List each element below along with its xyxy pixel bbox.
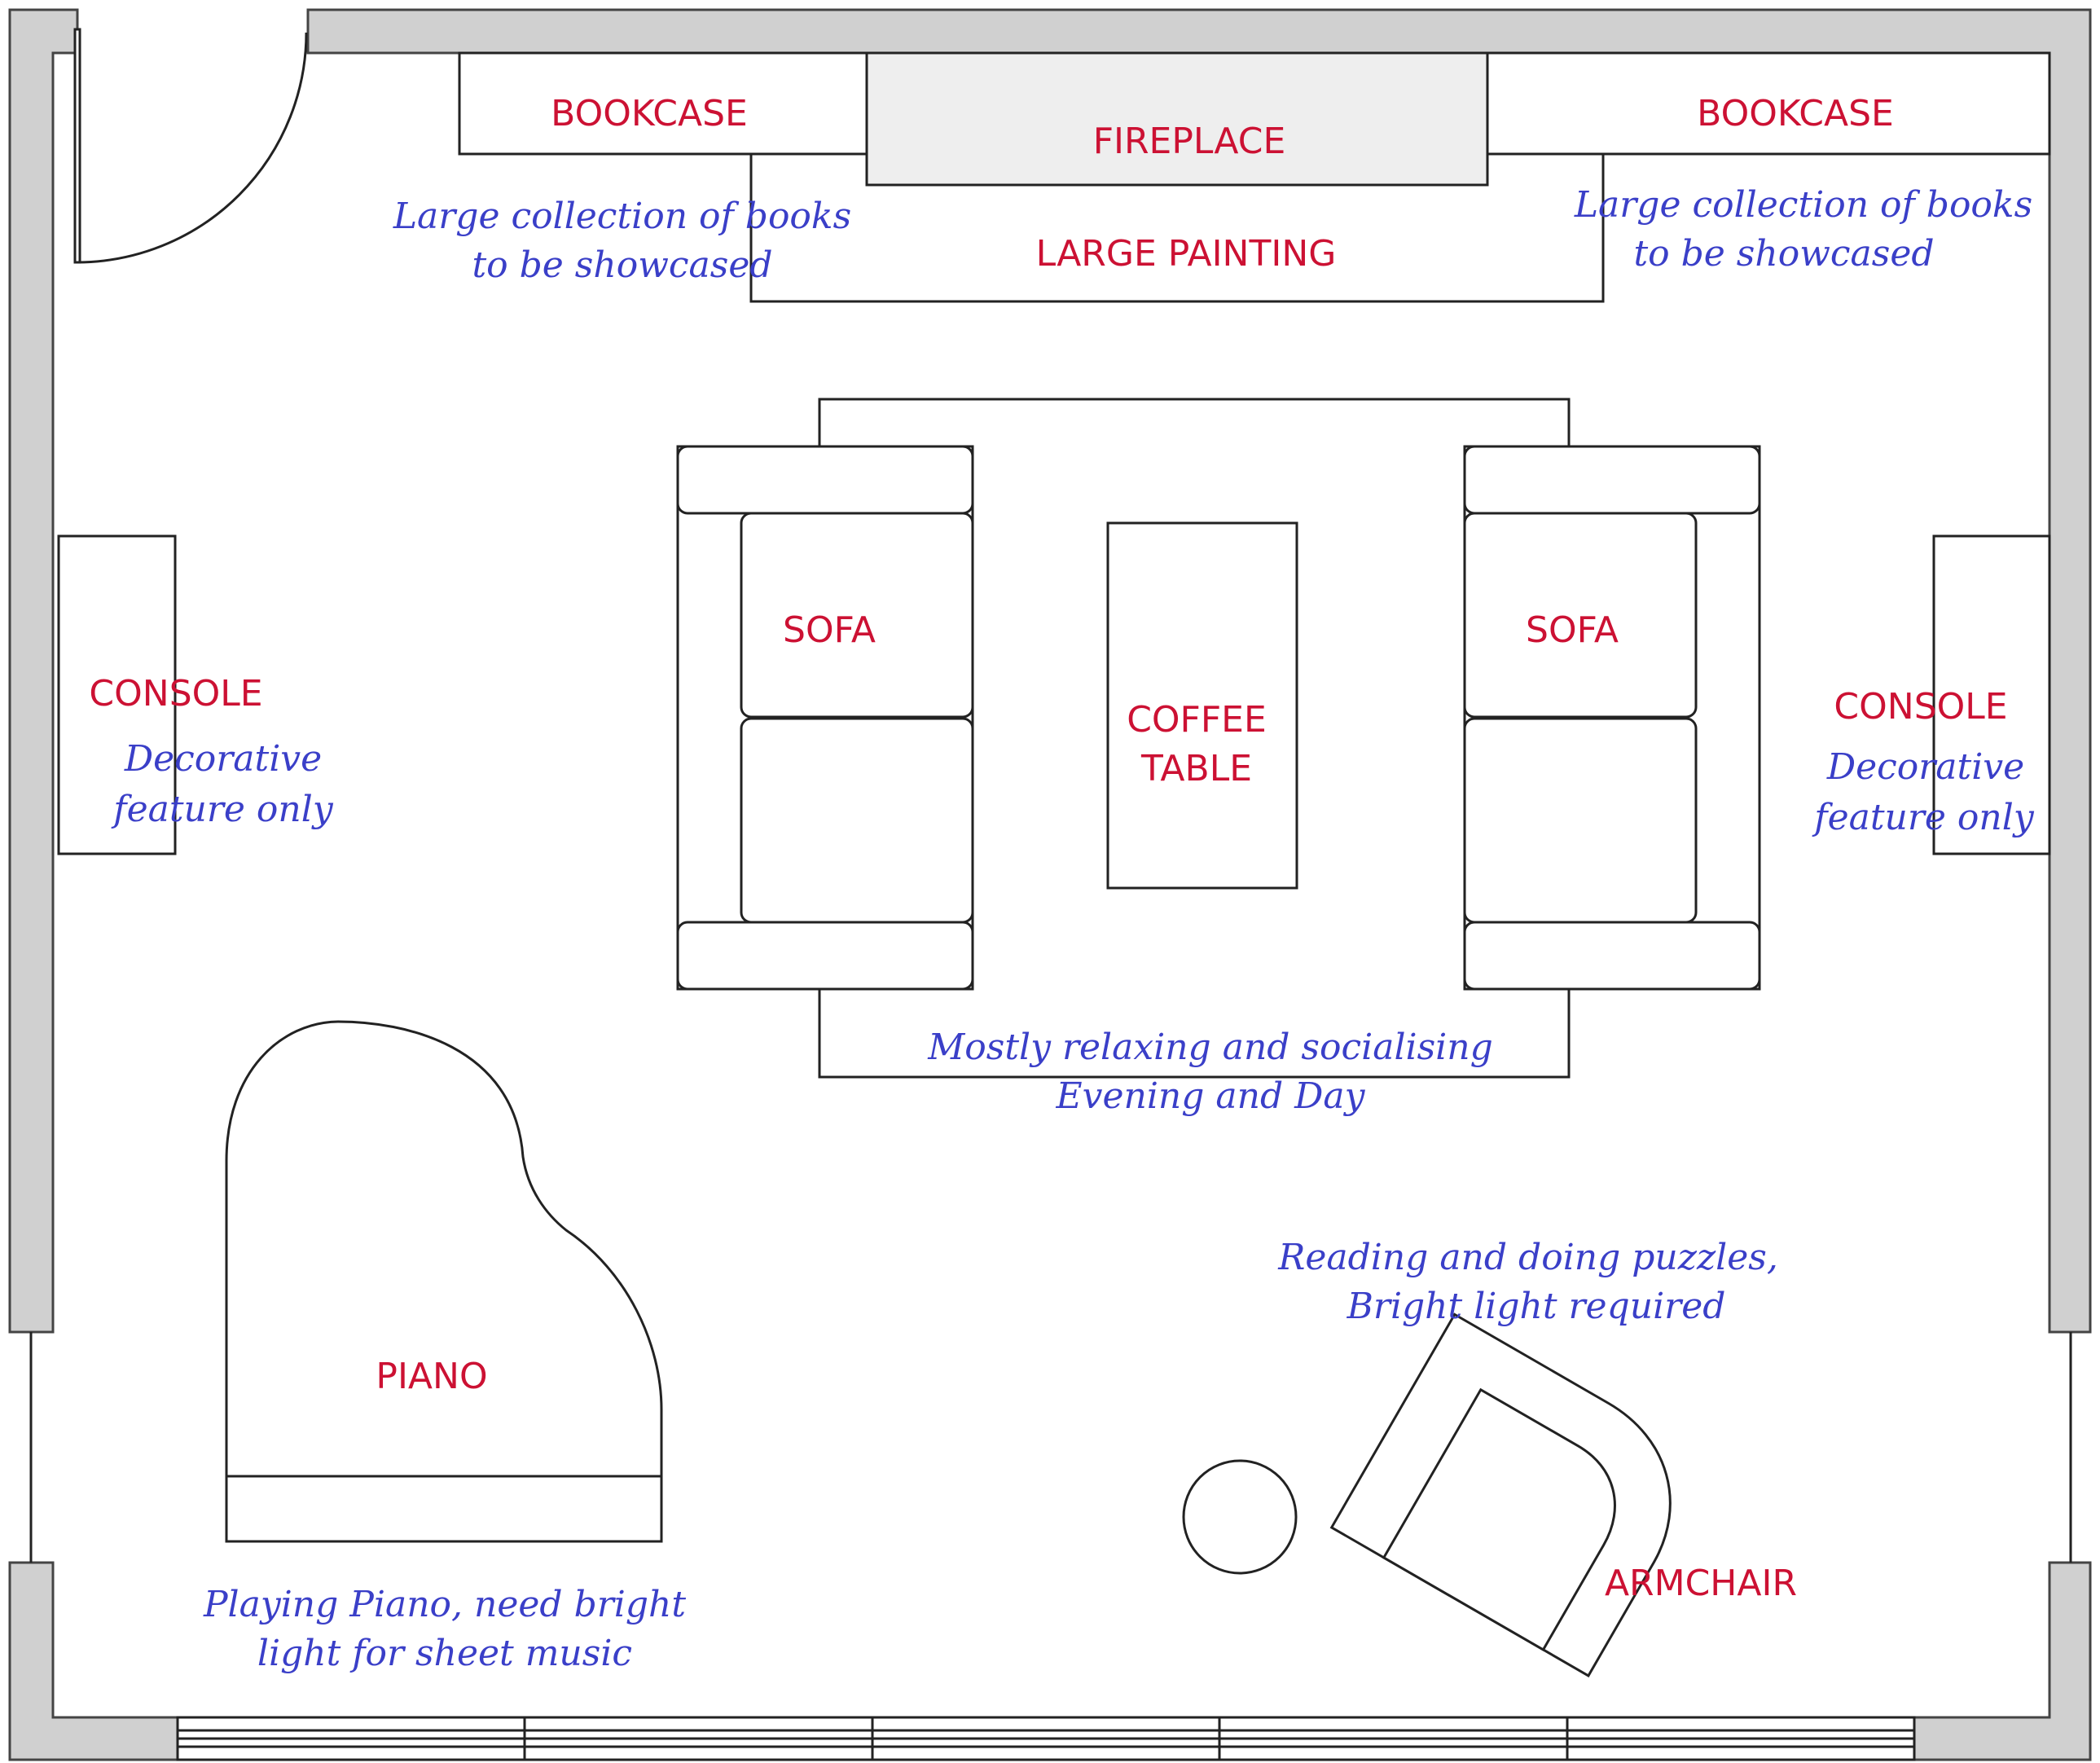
fireplace-label: FIREPLACE <box>1093 121 1286 162</box>
sofa-right-cushion-1 <box>1463 512 1698 719</box>
side-table-shape <box>1182 1459 1298 1575</box>
reading-note-line2: Bright light required <box>1347 1286 1726 1327</box>
fireplace-shape <box>865 51 1489 187</box>
sofa-right-shape <box>1463 445 1761 991</box>
seating-note-line2: Evening and Day <box>1055 1075 1365 1117</box>
sofa-right-arm-top <box>1463 445 1761 515</box>
window <box>176 1716 1916 1761</box>
left-wall <box>8 8 79 1334</box>
sofa-left-arm-bottom <box>676 921 974 991</box>
sofa-right-label: SOFA <box>1526 609 1619 651</box>
left-wall-pier <box>8 1561 179 1761</box>
books-right-note-line2: to be showcased <box>1633 233 1934 275</box>
sofa-left-cushion-2 <box>740 717 974 924</box>
walls <box>8 8 2092 1761</box>
console-left-label: CONSOLE <box>89 673 262 714</box>
console-right-note-line2: feature only <box>1812 797 2035 838</box>
armchair-seat <box>1382 1387 1616 1651</box>
door <box>73 28 308 264</box>
bookcase-right-shape <box>1486 51 2051 156</box>
bookcase-right-label: BOOKCASE <box>1697 93 1894 134</box>
large-painting-label: LARGE PAINTING <box>1036 233 1337 275</box>
bookcase-left-label: BOOKCASE <box>551 93 748 134</box>
console-right-note-line1: Decorative <box>1826 746 2024 788</box>
right-wall-pier <box>1913 1561 2092 1761</box>
sofa-left-arm-top <box>676 445 974 515</box>
sofa-right-cushion-2 <box>1463 717 1698 924</box>
coffee-table-label-line2: TABLE <box>1140 748 1252 789</box>
coffee-table-label-line1: COFFEE <box>1127 699 1267 741</box>
piano-shape <box>225 1020 663 1543</box>
console-right-label: CONSOLE <box>1834 686 2007 728</box>
piano-body <box>225 1020 663 1543</box>
bookcase-left-shape <box>458 51 868 156</box>
armchair-label: ARMCHAIR <box>1605 1563 1797 1604</box>
door-leaf <box>73 28 81 264</box>
sofa-left-cushion-1 <box>740 512 974 719</box>
books-right-note-line1: Large collection of books <box>1574 184 2032 226</box>
books-left-note-line1: Large collection of books <box>393 196 851 237</box>
console-left-note-line1: Decorative <box>124 738 322 780</box>
console-right-shape <box>1932 534 2051 855</box>
piano-label: PIANO <box>376 1356 487 1397</box>
armchair-shape <box>1329 1312 1672 1677</box>
console-left-shape <box>57 534 177 855</box>
sofa-right-arm-bottom <box>1463 921 1761 991</box>
top-wall <box>306 8 2092 1334</box>
piano-note-line2: light for sheet music <box>257 1633 632 1674</box>
seating-note-line1: Mostly relaxing and socialising <box>927 1027 1493 1068</box>
books-left-note-line2: to be showcased <box>472 244 772 286</box>
door-swing-arc <box>77 32 308 264</box>
sofa-left-label: SOFA <box>783 609 876 651</box>
sofa-left-shape <box>676 445 974 991</box>
console-left-note-line2: feature only <box>111 789 334 830</box>
piano-note-line1: Playing Piano, need bright <box>203 1584 686 1625</box>
reading-note-line1: Reading and doing puzzles, <box>1277 1237 1778 1278</box>
piano-keyboard <box>225 1475 663 1543</box>
coffee-table-shape <box>1106 521 1298 890</box>
